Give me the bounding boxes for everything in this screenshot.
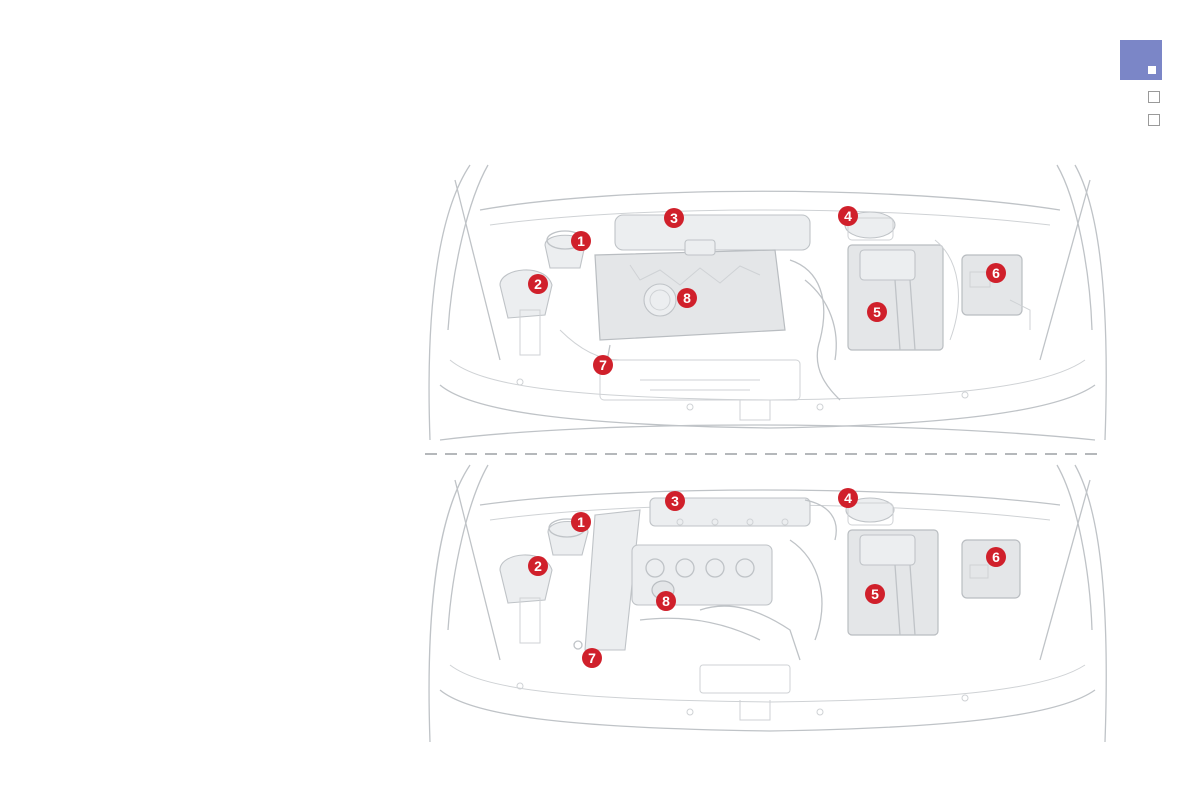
engine-bay-top: 1 2 3 4 5 6 7 8 [429, 165, 1106, 440]
callout-5: 5 [867, 302, 887, 322]
svg-text:7: 7 [599, 357, 607, 373]
svg-text:3: 3 [671, 493, 679, 509]
callout-1: 1 [571, 512, 591, 532]
svg-text:6: 6 [992, 265, 1000, 281]
svg-text:8: 8 [683, 290, 691, 306]
callout-3: 3 [665, 491, 685, 511]
callout-8: 8 [656, 591, 676, 611]
svg-text:2: 2 [534, 558, 542, 574]
svg-text:4: 4 [844, 208, 852, 224]
callout-7: 7 [582, 648, 602, 668]
svg-text:1: 1 [577, 514, 585, 530]
svg-text:6: 6 [992, 549, 1000, 565]
svg-text:5: 5 [871, 586, 879, 602]
svg-text:3: 3 [670, 210, 678, 226]
callout-8: 8 [677, 288, 697, 308]
callout-4: 4 [838, 206, 858, 226]
svg-text:5: 5 [873, 304, 881, 320]
svg-text:8: 8 [662, 593, 670, 609]
callout-6: 6 [986, 547, 1006, 567]
engine-bay-bottom: 1 2 3 4 5 6 7 8 [429, 465, 1106, 742]
callout-2: 2 [528, 274, 548, 294]
svg-text:1: 1 [577, 233, 585, 249]
svg-text:7: 7 [588, 650, 596, 666]
callout-7: 7 [593, 355, 613, 375]
callout-4: 4 [838, 488, 858, 508]
svg-text:2: 2 [534, 276, 542, 292]
callout-6: 6 [986, 263, 1006, 283]
callout-5: 5 [865, 584, 885, 604]
callout-2: 2 [528, 556, 548, 576]
callout-1: 1 [571, 231, 591, 251]
callout-3: 3 [664, 208, 684, 228]
svg-text:4: 4 [844, 490, 852, 506]
